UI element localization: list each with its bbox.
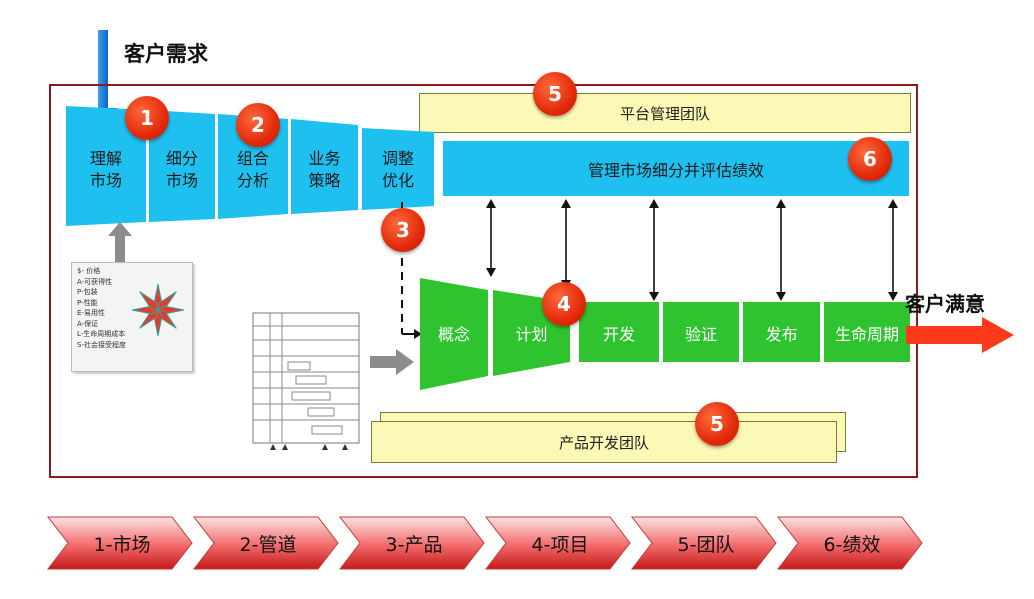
stage-understand-market-label: 理解 市场: [89, 149, 122, 190]
double-arrow: [888, 199, 898, 301]
step-chevron: [484, 516, 631, 570]
stage-portfolio-analysis: 组合 分析: [218, 140, 288, 200]
customer-demand-heading: 客户需求: [124, 42, 208, 66]
step-chevron: [630, 516, 777, 570]
attributes-box: [71, 262, 193, 372]
step-label-project: 4-项目: [531, 533, 589, 556]
customer-satisfaction-heading: 客户满意: [905, 292, 985, 316]
step-label-product: 3-产品: [385, 533, 443, 556]
attribute-item: S-社会接受程度: [77, 340, 126, 349]
stage-plan: 计划: [493, 312, 570, 354]
step-chevron: [46, 516, 193, 570]
stage-portfolio-analysis-label: 组合 分析: [236, 149, 269, 190]
market-funnel: [66, 106, 434, 226]
gray-up-arrow: [108, 222, 132, 262]
badge-6: 6: [848, 137, 892, 181]
step-chevron: [192, 516, 339, 570]
attribute-item: P-包装: [77, 288, 98, 296]
badge-5-product: 5: [695, 402, 739, 446]
attribute-item: A-可获得性: [77, 277, 113, 286]
step-chevron: [338, 516, 485, 570]
double-arrow: [486, 199, 496, 277]
product-team-label: 产品开发团队: [558, 433, 649, 452]
double-arrow: [649, 199, 659, 301]
stage-segment-market: 细分 市场: [149, 140, 215, 200]
project-chart-sketch: [252, 312, 360, 450]
step-label-pipeline: 2-管道: [239, 533, 297, 556]
stage-develop-label: 开发: [602, 325, 635, 344]
badge-2: 2: [236, 103, 280, 147]
stage-verify-label: 验证: [684, 325, 717, 344]
step-label-market: 1-市场: [93, 533, 151, 556]
performance-bar-label: 管理市场细分并评估绩效: [587, 160, 764, 180]
double-arrows: [486, 199, 898, 301]
stage-concept: 概念: [420, 312, 488, 354]
platform-team-label: 平台管理团队: [619, 104, 710, 123]
stage-lifecycle: 生命周期: [824, 312, 910, 354]
stage-plan-label: 计划: [515, 325, 548, 344]
badge-3: 3: [381, 208, 425, 252]
stage-segment-market-label: 细分 市场: [165, 149, 198, 190]
stage-launch: 发布: [743, 312, 820, 354]
step-label-team: 5-团队: [677, 533, 735, 556]
stage-business-strategy-label: 业务 策略: [308, 149, 341, 190]
product-team-bar: 产品开发团队: [371, 421, 837, 463]
product-funnel: [420, 278, 910, 390]
customer-satisfaction-arrow: [906, 317, 1014, 353]
step-chevron: [776, 516, 923, 570]
stage-verify: 验证: [663, 312, 739, 354]
attributes-list: $- 价格 A-可获得性 P-包装 P-性能 E-易用性 A-保证 L-生命周期…: [77, 266, 126, 350]
attribute-item: $- 价格: [77, 267, 101, 275]
stage-understand-market: 理解 市场: [66, 140, 146, 200]
stage-launch-label: 发布: [765, 325, 798, 344]
attribute-item: P-性能: [77, 298, 98, 307]
stage-adjust-optimize-label: 调整 优化: [381, 149, 414, 190]
stage-adjust-optimize: 调整 优化: [362, 140, 434, 200]
badge-4: 4: [542, 282, 586, 326]
platform-team-bar: 平台管理团队: [419, 93, 911, 133]
attribute-star-icon: [131, 283, 185, 337]
double-arrow: [561, 199, 571, 289]
badge-1: 1: [125, 96, 169, 140]
step-label-performance: 6-绩效: [823, 533, 881, 556]
gray-right-arrow: [370, 349, 414, 375]
double-arrow: [776, 199, 786, 301]
performance-bar: 管理市场细分并评估绩效: [443, 141, 909, 196]
stage-lifecycle-label: 生命周期: [834, 325, 899, 344]
bottom-steps: [46, 516, 923, 570]
main-frame: [49, 84, 918, 478]
stage-develop: 开发: [579, 312, 659, 354]
attribute-item: A-保证: [77, 319, 99, 328]
attribute-item: E-易用性: [77, 309, 105, 317]
stage-business-strategy: 业务 策略: [291, 140, 358, 200]
stage-concept-label: 概念: [437, 325, 470, 344]
attribute-item: L-生命周期成本: [77, 330, 126, 338]
badge-5-platform: 5: [533, 72, 577, 116]
